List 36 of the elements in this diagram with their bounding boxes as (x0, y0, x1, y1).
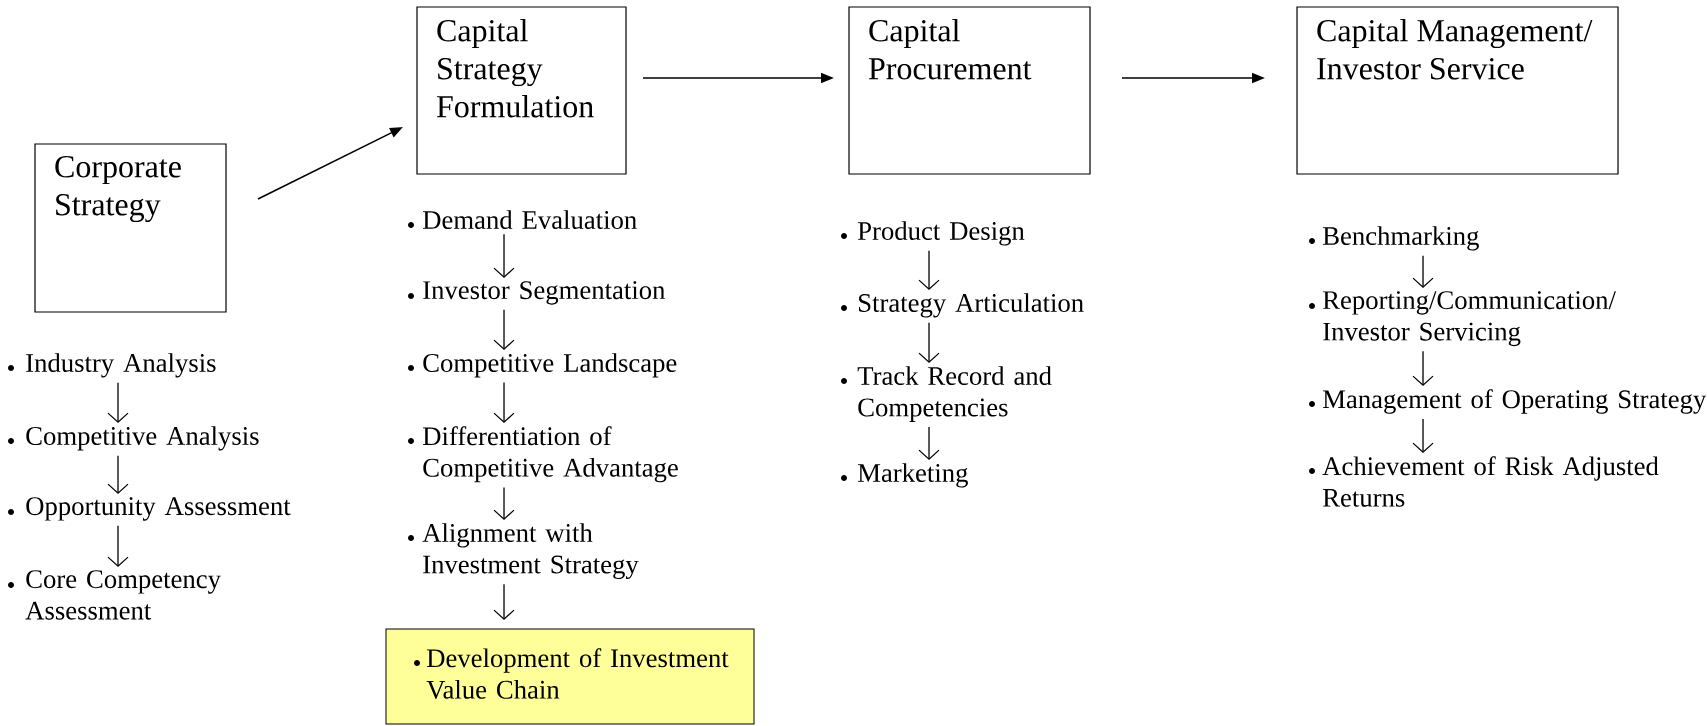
list-item: Opportunity Assessment (26, 497, 291, 521)
title-box: Capital Strategy Formulation (416, 6, 627, 175)
list-item: Marketing (858, 463, 968, 488)
title-box: Corporate Strategy (34, 143, 227, 313)
list-item: Product Design (858, 221, 1025, 246)
arrow (1412, 350, 1434, 386)
list-item: Benchmarking (1323, 226, 1479, 251)
arrow (918, 322, 940, 363)
list-item: Competitive Landscape (423, 353, 677, 378)
list-item: Core Competency Assessment (25, 570, 221, 620)
arrow (1412, 255, 1434, 288)
arrow (493, 381, 515, 423)
arrow (493, 309, 515, 350)
list-item: Alignment with Investment Strategy (422, 523, 639, 579)
list-item: Reporting/Communication/ Investor Servicing (1323, 291, 1616, 347)
list-item: Track Record and Competencies (857, 366, 1052, 422)
list-item: Differentiation of Competitive Advantage (423, 426, 678, 483)
arrow (918, 426, 940, 460)
arrow (107, 455, 129, 494)
arrow (493, 233, 515, 278)
list-item: Investor Segmentation (423, 281, 666, 305)
list-item: Competitive Analysis (26, 426, 259, 451)
arrow (918, 250, 940, 290)
highlighted-box: Development of Investment Value Chain (385, 628, 755, 725)
arrow (107, 382, 129, 423)
title-box: Capital Procurement (848, 6, 1091, 175)
title-box: Capital Management/ Investor Service (1296, 6, 1619, 175)
list-item: Demand Evaluation (423, 210, 637, 229)
arrow (493, 583, 515, 620)
arrow (493, 486, 515, 520)
list-item: Achievement of Risk Adjusted Returns (1322, 456, 1659, 507)
list-item: Strategy Articulation (859, 293, 1084, 318)
arrow (107, 525, 129, 567)
list-item: Management of Operating Strategy (1323, 389, 1707, 414)
arrow (1412, 418, 1434, 453)
list-item: Industry Analysis (26, 353, 216, 378)
